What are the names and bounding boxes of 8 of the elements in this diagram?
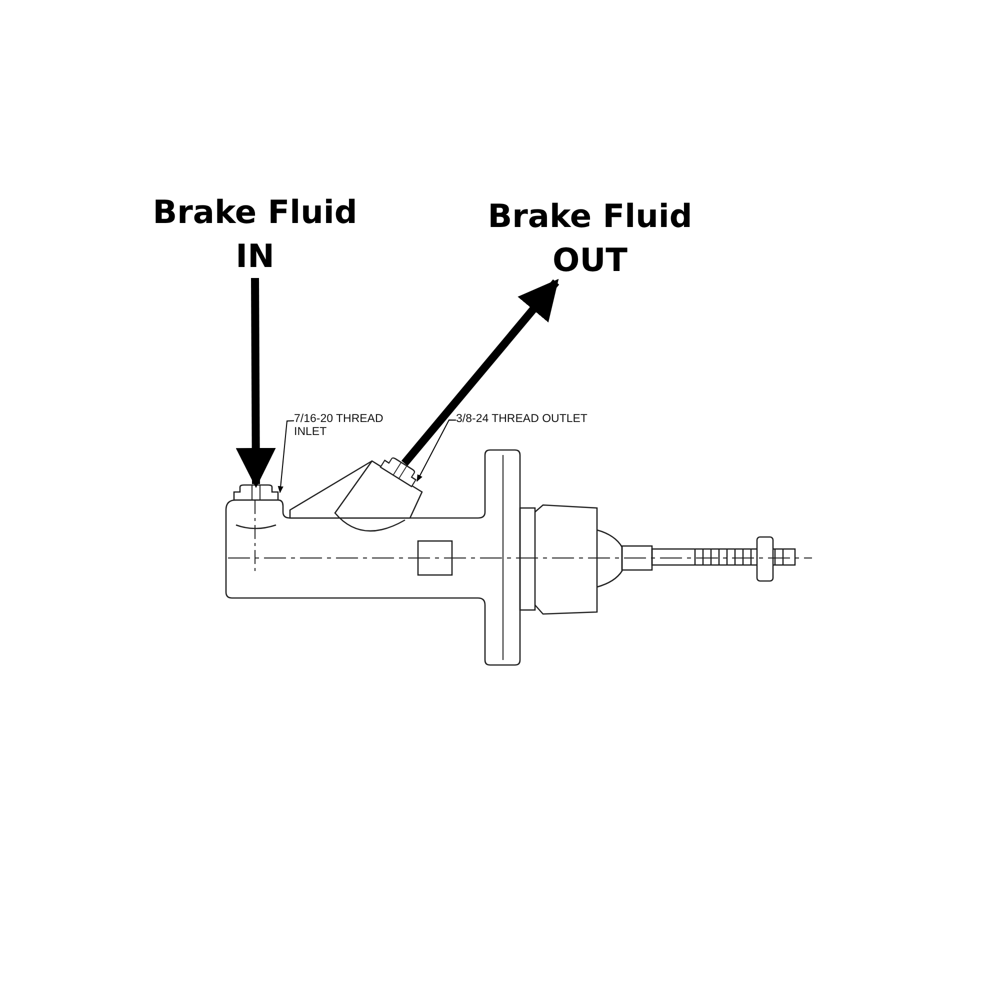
flow-arrow — [236, 278, 276, 488]
leader-line — [416, 420, 456, 482]
flow-label: Brake Fluid OUT — [486, 196, 694, 281]
flow-arrow — [401, 278, 560, 466]
leader-line — [278, 420, 294, 494]
callout-text: 3/8-24 THREAD OUTLET — [456, 413, 588, 426]
flow-label: Brake Fluid IN — [152, 192, 358, 277]
callout-text: 7/16-20 THREAD INLET — [294, 413, 384, 439]
